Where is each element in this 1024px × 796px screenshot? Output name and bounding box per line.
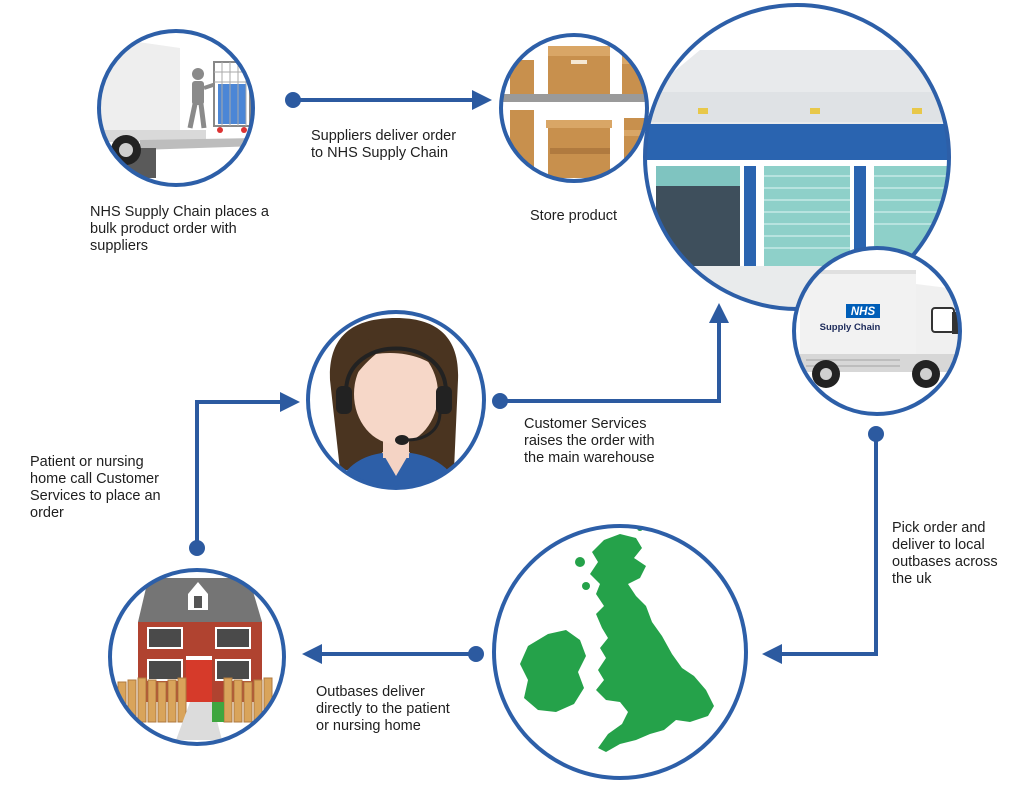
arrow-customer-to-warehouse (500, 303, 729, 403)
label-customer-services: Customer Services raises the order with … (524, 416, 655, 466)
arrow-truck-to-map (762, 434, 878, 664)
truck-unloading-icon (97, 29, 255, 187)
nhs-delivery-truck-icon: NHS Supply Chain (792, 246, 962, 416)
label-patient-call: Patient or nursing home call Customer Se… (30, 454, 161, 521)
storage-shelves-icon (499, 33, 649, 183)
label-suppliers-deliver: Suppliers deliver order to NHS Supply Ch… (311, 128, 457, 161)
truck-supply-chain-label: Supply Chain (820, 322, 881, 333)
label-pick-order: Pick order and deliver to local outbases… (892, 520, 998, 587)
flow-connectors (195, 90, 878, 664)
truck-nhs-logo: NHS (851, 306, 876, 318)
label-bulk-order: NHS Supply Chain places a bulk product o… (90, 204, 269, 254)
label-outbases-deliver: Outbases deliver directly to the patient… (316, 684, 450, 734)
house-icon (108, 568, 286, 746)
label-store-product: Store product (530, 208, 618, 224)
connector-dots (189, 92, 884, 662)
uk-map-icon (492, 524, 748, 780)
arrow-house-to-customer (195, 392, 300, 548)
warehouse-icon (643, 3, 951, 311)
call-centre-agent-icon (306, 310, 486, 490)
